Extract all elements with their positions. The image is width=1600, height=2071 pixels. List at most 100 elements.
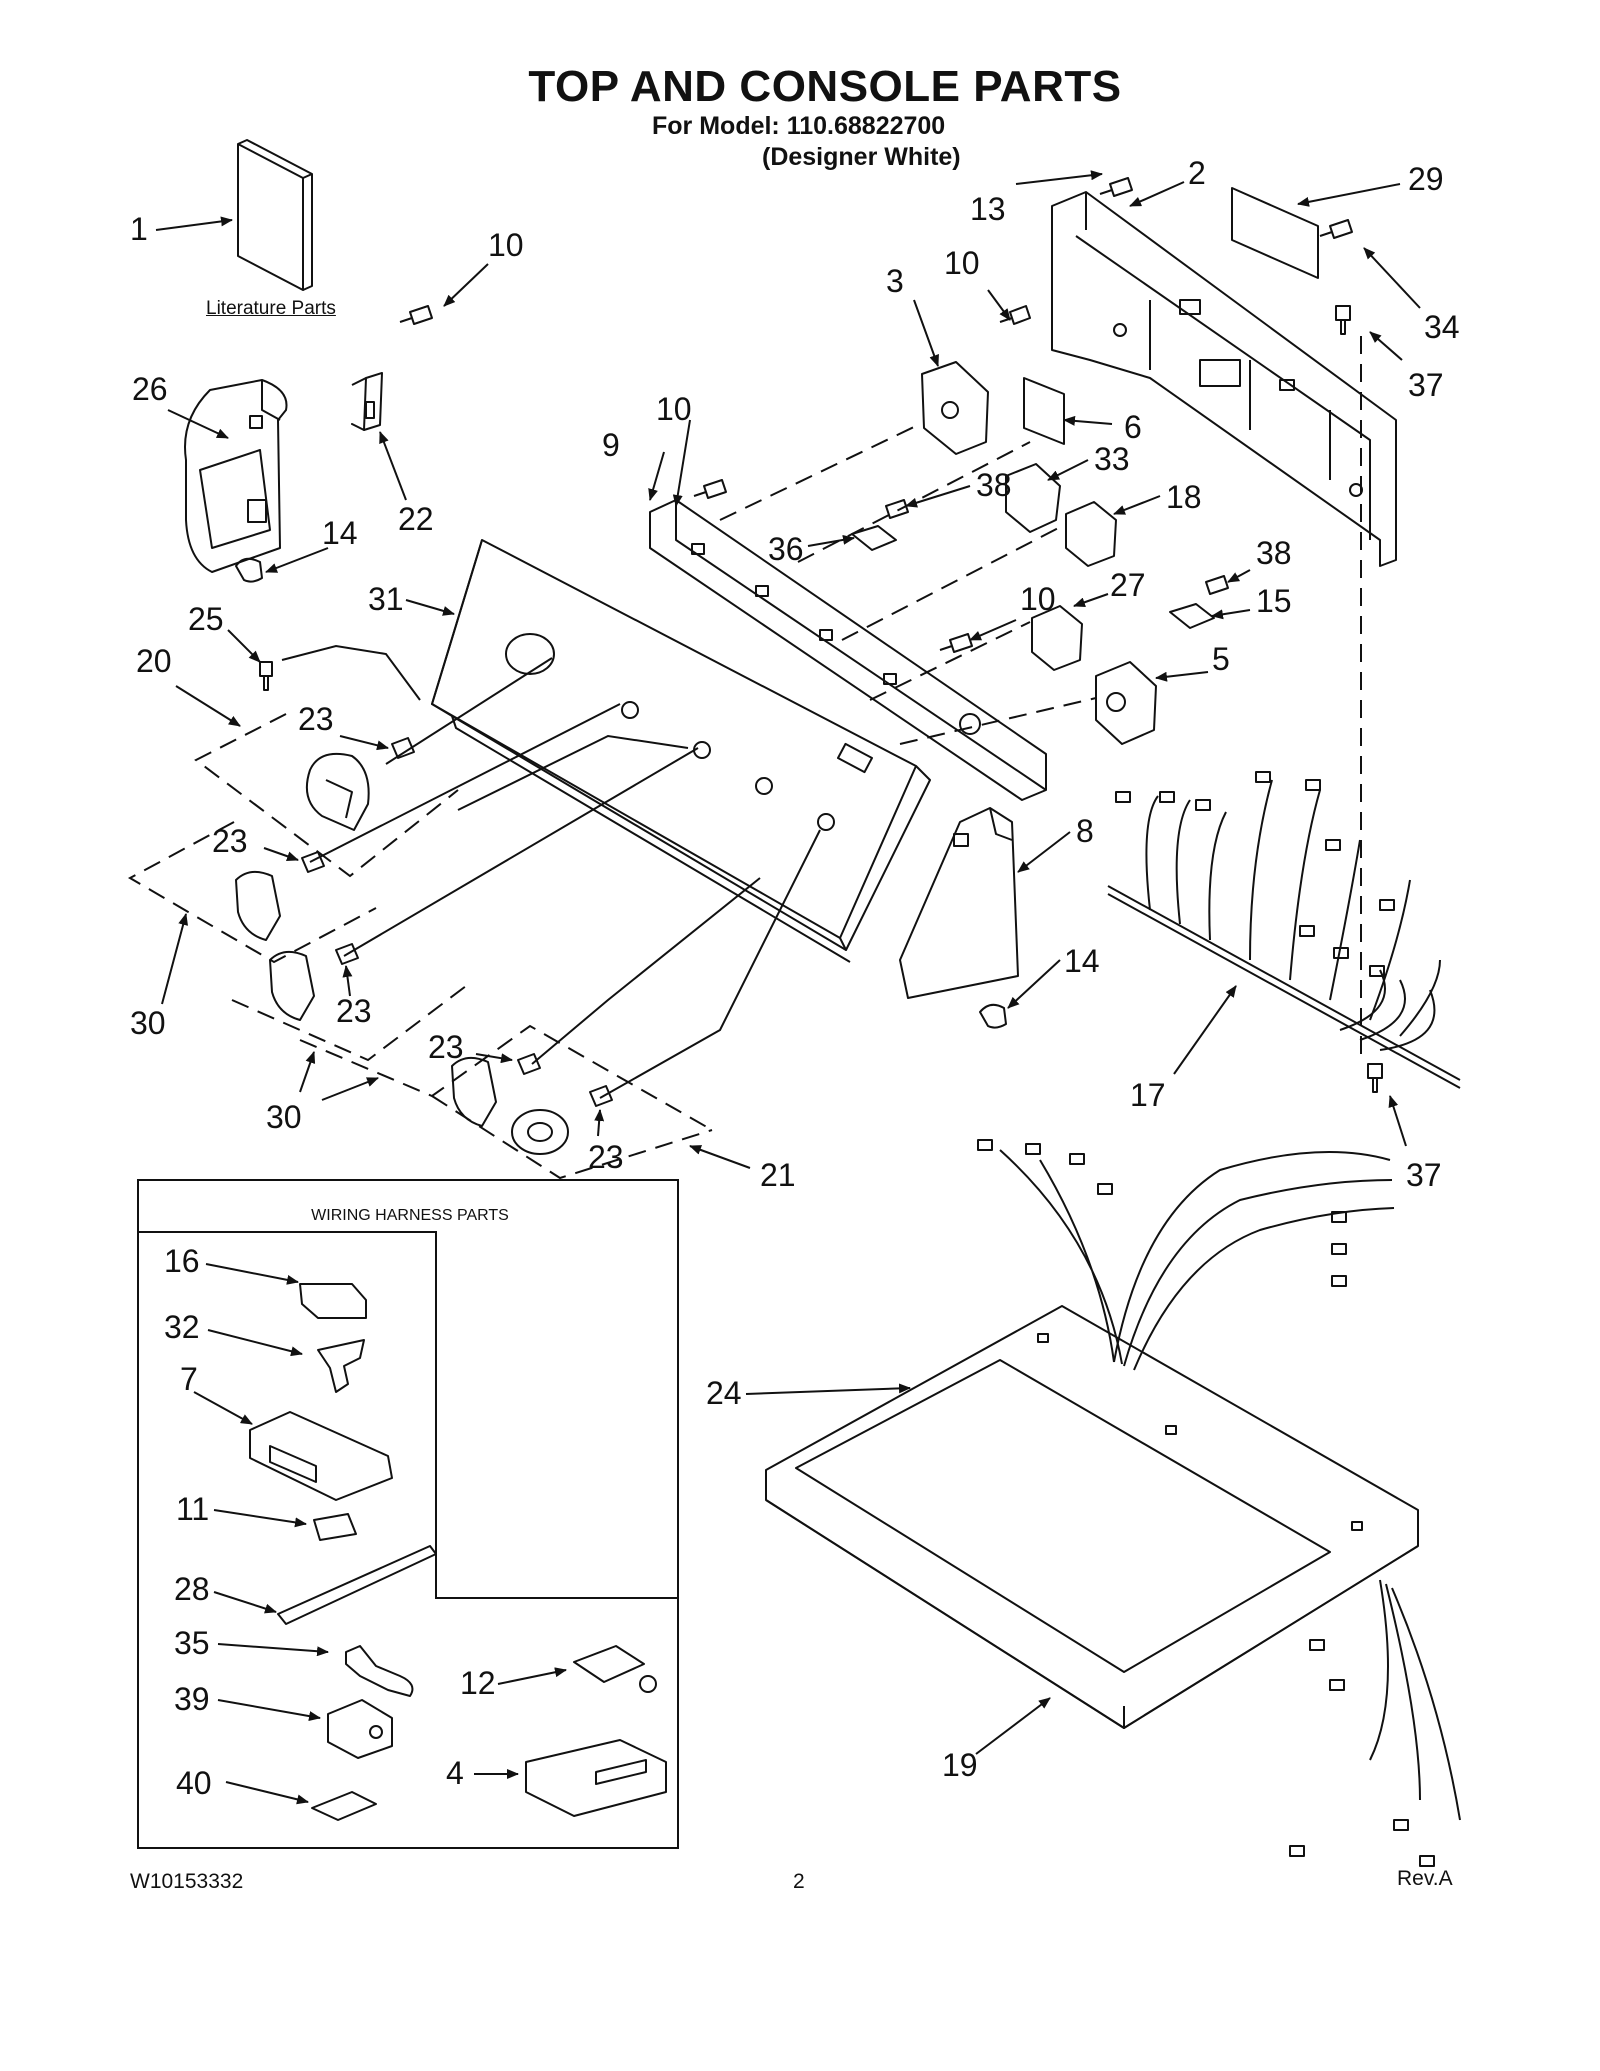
group-20-outline [194,713,459,878]
screw-10b-part [999,305,1031,325]
leader-7 [193,1391,253,1425]
callout-23e: 23 [588,1139,624,1175]
knob-30c-part [451,1056,497,1127]
leader-18 [1113,495,1161,515]
leader-24 [745,1383,911,1395]
screw-10c-part [693,479,727,499]
screw-25-part [259,661,273,691]
callout-23b: 23 [212,823,248,859]
leader-6 [1063,415,1113,426]
wire-harness-17-part [1107,771,1461,1089]
leader-39 [217,1699,321,1722]
switch-3-part [921,361,989,455]
wiring-harness-panel-title: WIRING HARNESS PARTS [311,1207,509,1224]
callout-19: 19 [942,1747,978,1783]
callout-16: 16 [164,1243,200,1279]
leader-axis-e [899,697,1097,745]
leader-35 [217,1643,329,1657]
callout-36: 36 [768,531,804,567]
group-30c-outline [299,1024,713,1131]
leader-19 [975,1697,1051,1755]
conn-25-console [281,644,421,701]
callout-39: 39 [174,1681,210,1717]
harness-part-32 [317,1339,365,1393]
callout-numbers: 1 2 3 4 5 6 7 8 9 10 10 10 10 11 12 13 1… [130,155,1460,1801]
conn-knob-console [385,657,553,765]
switch-5-knob [1106,692,1126,712]
clip-right-part [979,1003,1007,1029]
callout-24: 24 [706,1375,742,1411]
callout-32: 32 [164,1309,200,1345]
leader-30c [321,1077,379,1101]
knob-large-part [306,752,370,831]
harness-part-35 [345,1645,414,1697]
top-panel-24-part [765,1305,1419,1729]
page-number: 2 [793,1870,805,1893]
callout-25: 25 [188,601,224,637]
leader-5 [1155,671,1209,682]
leader-10b [987,289,1011,321]
harness-part-11 [313,1513,357,1541]
callout-3: 3 [886,263,904,299]
callout-33: 33 [1094,441,1130,477]
callout-28: 28 [174,1571,210,1607]
leader-28 [213,1591,277,1614]
switch-27-part [1031,605,1083,671]
callout-10d: 10 [1020,581,1056,617]
model-number: For Model: 110.68822700 [652,112,946,140]
connection-lines [281,644,821,1099]
harness-part-40 [311,1791,377,1821]
leader-axis-c [841,523,1067,641]
leader-23c [342,965,353,997]
group-21-outline [431,1095,713,1180]
leader-22 [379,431,407,501]
callout-35: 35 [174,1625,210,1661]
lamp-15-part [1169,603,1215,629]
group-30b-outline [231,985,467,1062]
harness-part-16 [299,1283,367,1319]
callout-31: 31 [368,581,404,617]
screw-10a-part [399,305,433,325]
leader-12 [497,1667,567,1685]
callout-17: 17 [1130,1077,1166,1113]
leader-16 [205,1263,299,1285]
clip-left-part [235,557,263,583]
conn-30c [531,877,761,1065]
callout-23d: 23 [428,1029,464,1065]
callout-37a: 37 [1408,367,1444,403]
leader-23a [339,735,389,751]
lamp-36-part [851,525,897,551]
knob-30a-part [235,870,281,941]
literature-parts-label: Literature Parts [206,298,336,319]
leader-34 [1363,247,1421,309]
harness-part-39 [327,1699,393,1759]
leader-2 [1129,181,1185,207]
leader-21 [689,1145,751,1169]
leader-30b [299,1051,316,1093]
spacer-23c-part [335,943,359,965]
leader-15 [1211,609,1251,620]
console-back-bracket-part [1051,191,1397,567]
switch-18-part [1065,501,1117,567]
leader-37a [1369,331,1403,361]
leader-11 [213,1509,307,1528]
screw-13-part [1099,177,1133,197]
leader-23d [475,1053,513,1064]
knob-21-part [511,1109,569,1155]
switch-3-knob [941,401,959,419]
callout-10c: 10 [656,391,692,427]
leader-33 [1047,459,1089,481]
callout-38a: 38 [976,467,1012,503]
leader-17 [1173,985,1237,1075]
leader-38b [1227,569,1251,583]
harness-part-28 [277,1545,437,1625]
revision-label: Rev.A [1397,1867,1453,1890]
screw-37b-part [1367,1063,1383,1093]
harness-plate-part [1231,187,1319,279]
screw-34-part [1319,219,1353,239]
leader-30a [161,913,188,1005]
callout-8: 8 [1076,813,1094,849]
leader-3 [913,299,939,367]
conn-20 [457,734,689,811]
